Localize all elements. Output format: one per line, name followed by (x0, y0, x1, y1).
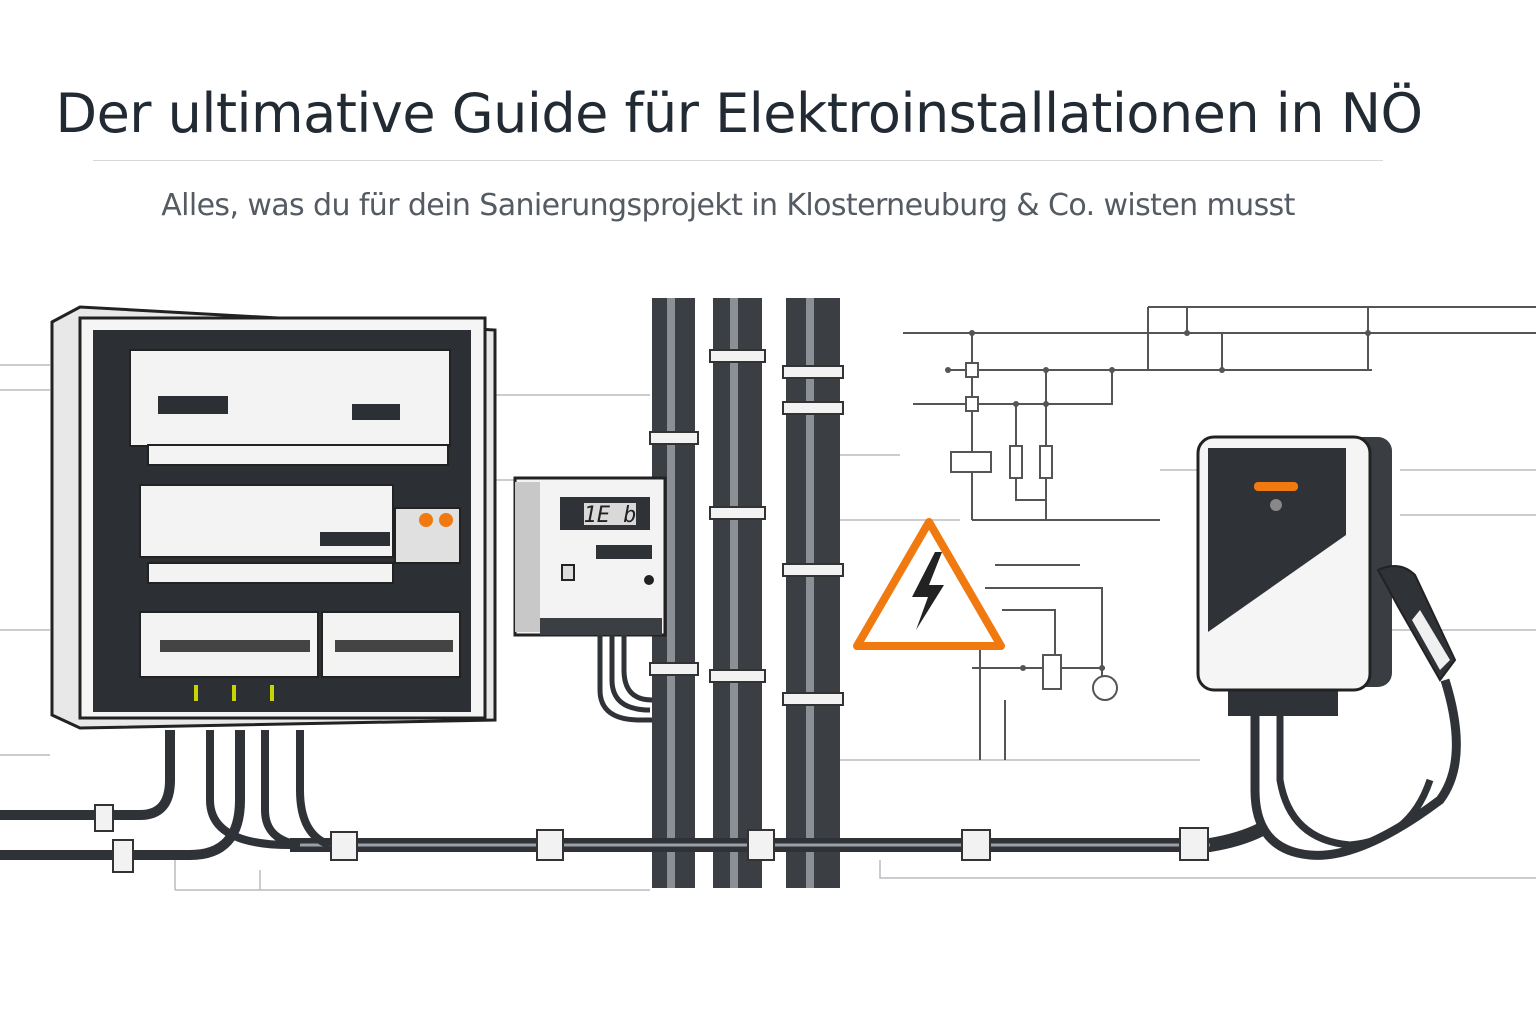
title-divider (93, 160, 1383, 161)
electricity-meter-icon: 1E b (513, 476, 667, 723)
main-cable (290, 823, 1264, 861)
distribution-board-icon (50, 305, 497, 730)
ev-wallbox-icon (1196, 435, 1461, 860)
background-grid-lines (0, 364, 1536, 891)
conduit-pipes-icon (649, 298, 844, 888)
circuit-schematic-icon (903, 306, 1536, 760)
high-voltage-warning-icon (853, 518, 1005, 650)
page-subtitle: Alles, was du für dein Sanierungsprojekt… (161, 188, 1295, 223)
meter-display: 1E b (584, 503, 637, 528)
panel-cables (0, 730, 332, 873)
page-title: Der ultimative Guide für Elektroinstalla… (55, 82, 1423, 145)
